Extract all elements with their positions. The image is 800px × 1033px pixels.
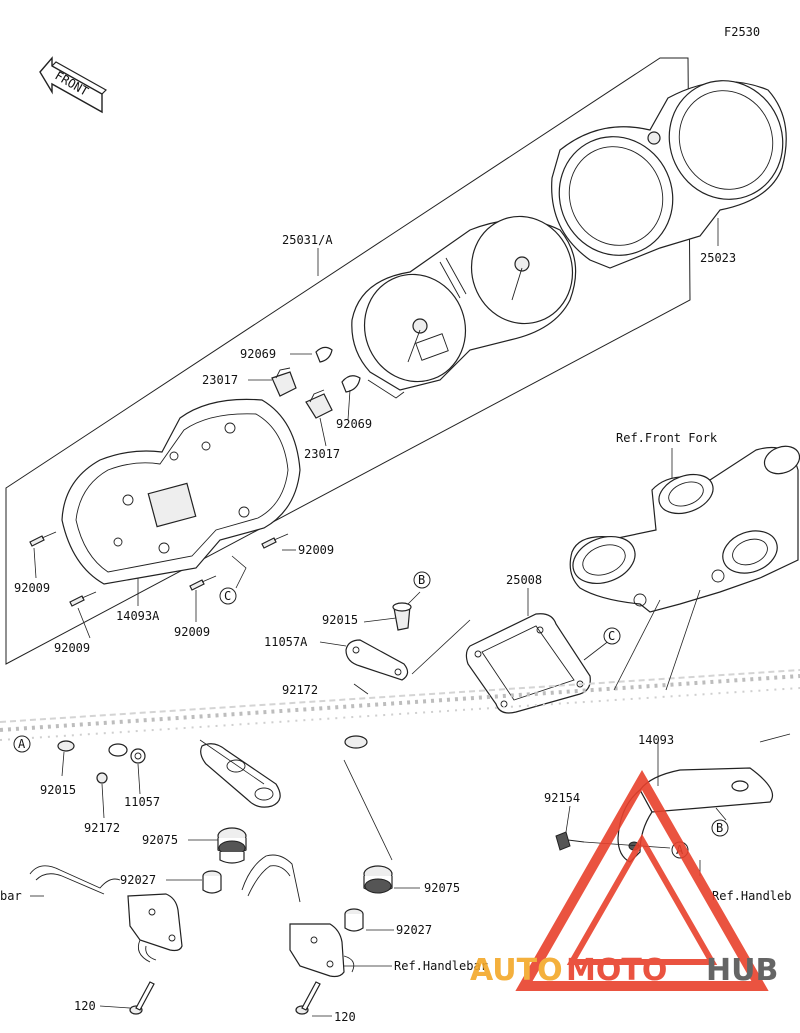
ref-handlebar-right: Ref.Handleb: [712, 889, 791, 903]
ref-handlebar-left: bar: [0, 889, 22, 903]
bulb-92069-top: [315, 346, 333, 363]
callout-92075-right: 92075: [424, 881, 460, 895]
callout-92009-c: 92009: [174, 625, 210, 639]
scan-artifact-band: [0, 669, 800, 741]
screw-120-right: [295, 981, 321, 1015]
svg-text:B: B: [418, 573, 425, 587]
marker-c2: C: [603, 627, 621, 645]
washer-11057: [130, 748, 146, 764]
collar-92015-left: [57, 740, 128, 757]
screw-92009-b: [69, 591, 97, 607]
callout-23017-mid: 23017: [304, 447, 340, 461]
collar-92027-left: [202, 870, 222, 894]
callout-25008: 25008: [506, 573, 542, 587]
front-arrow-icon: FRONT: [39, 56, 107, 114]
callout-92027-left: 92027: [120, 873, 156, 887]
callout-25023: 25023: [700, 251, 736, 265]
callout-92015-top: 92015: [322, 613, 358, 627]
callout-120-left: 120: [74, 999, 96, 1013]
plate-11057a: [345, 639, 409, 681]
callout-92154: 92154: [544, 791, 580, 805]
watermark-triangle-icon: [515, 769, 769, 991]
stay-left: [29, 865, 183, 963]
svg-text:C: C: [608, 629, 615, 643]
callout-92009-b: 92009: [54, 641, 90, 655]
callout-120-right: 120: [334, 1010, 356, 1024]
callout-14093: 14093: [638, 733, 674, 747]
callout-92027-right: 92027: [396, 923, 432, 937]
marker-b1: B: [413, 571, 431, 589]
callout-14093a: 14093A: [116, 609, 160, 623]
callout-92009-d: 92009: [298, 543, 334, 557]
callout-92069-top: 92069: [240, 347, 276, 361]
screw-120-left: [129, 981, 155, 1015]
marker-a1: A: [13, 735, 31, 753]
watermark-hub: HUB: [706, 953, 778, 988]
callout-23017-top: 23017: [202, 373, 238, 387]
watermark-logo: AUTO MOTO HUB: [470, 769, 778, 991]
screw-92009-d: [261, 533, 289, 549]
meter-bracket-25008: [465, 613, 591, 714]
meter-lower-case: [61, 398, 301, 585]
callout-11057a: 11057A: [264, 635, 308, 649]
bolt-92154: [555, 831, 585, 851]
svg-text:C: C: [224, 589, 231, 603]
callout-92172-left: 92172: [84, 821, 120, 835]
socket-23017-mid: [305, 389, 333, 419]
bulb-92069-mid: [341, 375, 361, 393]
meter-case-cover: [551, 80, 787, 269]
damper-bracket-left: [200, 743, 281, 808]
watermark-auto: AUTO: [470, 953, 563, 988]
bolt-92172-left: [96, 772, 108, 784]
collar-92027-right: [344, 908, 364, 932]
callout-92009-a: 92009: [14, 581, 50, 595]
callout-11057: 11057: [124, 795, 160, 809]
front-fork-upper-bracket: [569, 445, 800, 613]
ref-handlebar-center: Ref.Handlebar: [394, 959, 488, 973]
marker-b2: B: [711, 819, 729, 837]
grommet-top-right: [344, 735, 368, 749]
callout-92015-left: 92015: [40, 783, 76, 797]
ref-front-fork: Ref.Front Fork: [616, 431, 718, 445]
figure-code: F2530: [724, 25, 760, 39]
watermark-moto: MOTO: [566, 953, 667, 988]
meter-gauge-unit: [351, 215, 577, 399]
leader-lines: [30, 218, 791, 1017]
screw-92009-a: [29, 531, 57, 547]
svg-text:B: B: [716, 821, 723, 835]
stay-right: [241, 854, 355, 978]
grommet-92075-right: [363, 865, 393, 894]
marker-c1: C: [219, 587, 237, 605]
callout-25031a: 25031/A: [282, 233, 333, 247]
callout-92069-mid: 92069: [336, 417, 372, 431]
collar-92015-top: [392, 602, 412, 631]
callout-92172-top: 92172: [282, 683, 318, 697]
socket-23017-top: [271, 367, 297, 397]
grommet-92075-left: [217, 827, 247, 864]
callout-92075-left: 92075: [142, 833, 178, 847]
screw-92009-c: [189, 575, 217, 591]
svg-text:A: A: [18, 737, 26, 751]
